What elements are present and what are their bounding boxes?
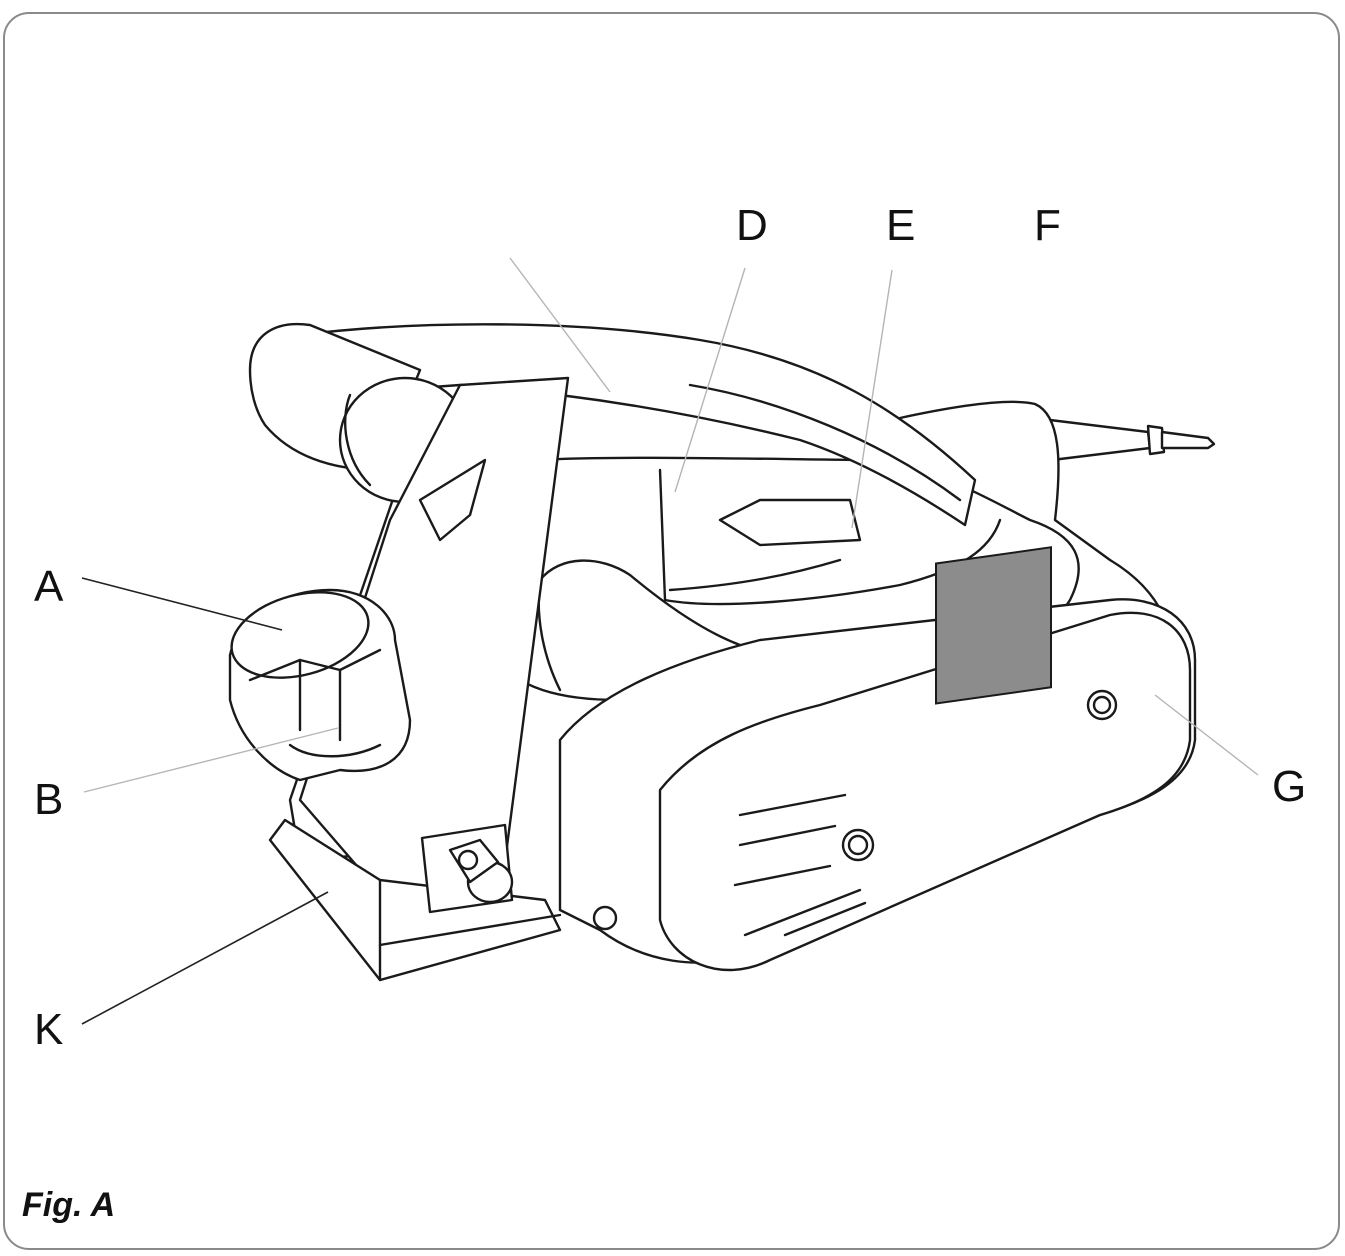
- belt-cover: [558, 546, 1197, 972]
- leader-line-d: [674, 267, 746, 493]
- chip-ejection-port: [420, 823, 514, 914]
- base-shoe: [268, 818, 562, 982]
- depth-adjustment-knob: [228, 588, 412, 782]
- label-f: F: [1034, 201, 1061, 250]
- label-a: A: [34, 562, 64, 611]
- label-e: E: [886, 201, 916, 250]
- front-knob: [248, 322, 472, 504]
- leader-line-b: [83, 727, 339, 793]
- leader-line-g: [1154, 694, 1259, 776]
- figure-caption: Fig. A: [22, 1186, 116, 1224]
- leader-line-a: [81, 577, 283, 631]
- leader-line-k: [81, 891, 329, 1025]
- display-panel: [935, 546, 1052, 705]
- label-k: K: [34, 1005, 64, 1054]
- label-b: B: [34, 775, 64, 824]
- leader-line-e: [851, 269, 893, 529]
- label-g: G: [1272, 762, 1307, 811]
- label-d: D: [736, 201, 768, 250]
- power-cable: [1048, 418, 1216, 462]
- leader-line-c: [509, 257, 611, 393]
